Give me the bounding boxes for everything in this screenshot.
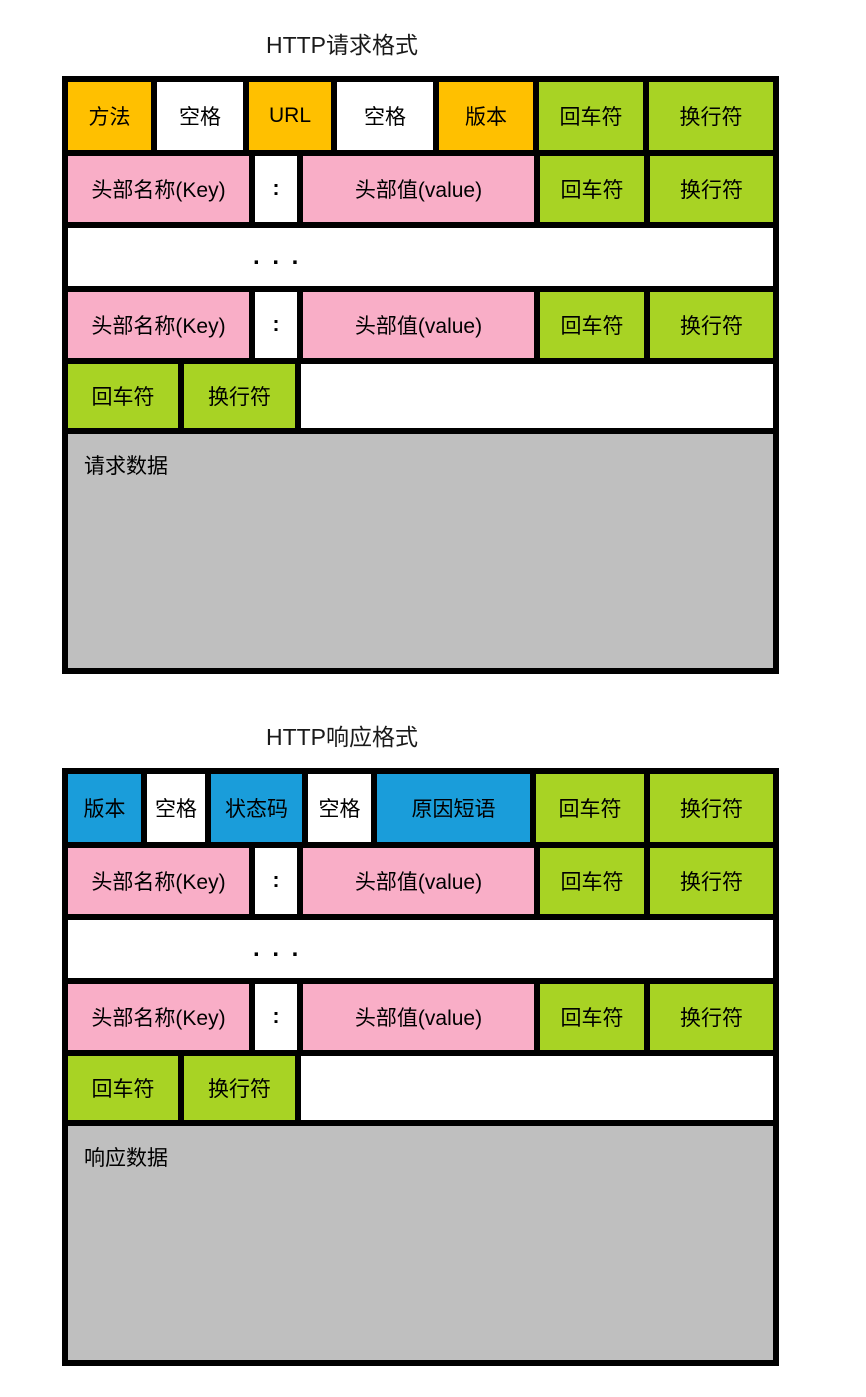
cell-header-key: 头部名称(Key): [68, 156, 249, 222]
cell-header-value: 头部值(value): [303, 848, 534, 914]
cell-ellipsis: . . .: [68, 228, 773, 286]
cell-colon: :: [255, 156, 297, 222]
response-figure-title: HTTP响应格式: [265, 724, 419, 750]
cell-lf: 换行符: [650, 292, 773, 358]
cell-version: 版本: [439, 82, 533, 150]
cell-lf: 换行符: [650, 774, 773, 842]
response-body-row: 响应数据: [68, 1126, 773, 1360]
request-line-row: 方法 空格 URL 空格 版本 回车符 换行符: [68, 82, 773, 150]
cell-url: URL: [249, 82, 331, 150]
status-line-row: 版本 空格 状态码 空格 原因短语 回车符 换行符: [68, 774, 773, 842]
cell-cr: 回车符: [68, 364, 178, 428]
cell-cr: 回车符: [540, 848, 644, 914]
cell-header-key: 头部名称(Key): [68, 292, 249, 358]
response-header-row-1: 头部名称(Key) : 头部值(value) 回车符 换行符: [68, 848, 773, 914]
cell-space-2: 空格: [337, 82, 433, 150]
response-end-crlf-row: 回车符 换行符: [68, 1056, 773, 1120]
request-body-row: 请求数据: [68, 434, 773, 668]
cell-cr: 回车符: [540, 984, 644, 1050]
cell-lf: 换行符: [650, 156, 773, 222]
request-format-table: 方法 空格 URL 空格 版本 回车符 换行符 头部名称(Key) : 头部值(…: [62, 76, 779, 674]
request-end-crlf-row: 回车符 换行符: [68, 364, 773, 428]
request-header-row-1: 头部名称(Key) : 头部值(value) 回车符 换行符: [68, 156, 773, 222]
cell-header-value: 头部值(value): [303, 292, 534, 358]
response-ellipsis-row: . . .: [68, 920, 773, 978]
cell-header-key: 头部名称(Key): [68, 984, 249, 1050]
cell-version: 版本: [68, 774, 141, 842]
cell-header-value: 头部值(value): [303, 984, 534, 1050]
cell-response-data: 响应数据: [68, 1126, 773, 1360]
cell-cr: 回车符: [68, 1056, 178, 1120]
cell-cr: 回车符: [539, 82, 643, 150]
cell-request-data: 请求数据: [68, 434, 773, 668]
cell-header-value: 头部值(value): [303, 156, 534, 222]
cell-colon: :: [255, 292, 297, 358]
cell-lf: 换行符: [184, 364, 295, 428]
cell-method: 方法: [68, 82, 151, 150]
cell-ellipsis: . . .: [68, 920, 773, 978]
cell-colon: :: [255, 848, 297, 914]
request-header-row-2: 头部名称(Key) : 头部值(value) 回车符 换行符: [68, 292, 773, 358]
cell-empty: [301, 1056, 773, 1120]
response-format-table: 版本 空格 状态码 空格 原因短语 回车符 换行符 头部名称(Key) : 头部…: [62, 768, 779, 1366]
cell-space-1: 空格: [157, 82, 243, 150]
cell-cr: 回车符: [540, 156, 644, 222]
cell-cr: 回车符: [540, 292, 644, 358]
cell-lf: 换行符: [650, 848, 773, 914]
cell-empty: [301, 364, 773, 428]
request-ellipsis-row: . . .: [68, 228, 773, 286]
cell-reason-phrase: 原因短语: [377, 774, 530, 842]
cell-colon: :: [255, 984, 297, 1050]
cell-space-2: 空格: [308, 774, 371, 842]
cell-lf: 换行符: [649, 82, 773, 150]
cell-cr: 回车符: [536, 774, 644, 842]
request-figure-title: HTTP请求格式: [265, 32, 419, 58]
cell-lf: 换行符: [650, 984, 773, 1050]
response-header-row-2: 头部名称(Key) : 头部值(value) 回车符 换行符: [68, 984, 773, 1050]
cell-status-code: 状态码: [211, 774, 302, 842]
cell-header-key: 头部名称(Key): [68, 848, 249, 914]
cell-lf: 换行符: [184, 1056, 295, 1120]
cell-space-1: 空格: [147, 774, 205, 842]
